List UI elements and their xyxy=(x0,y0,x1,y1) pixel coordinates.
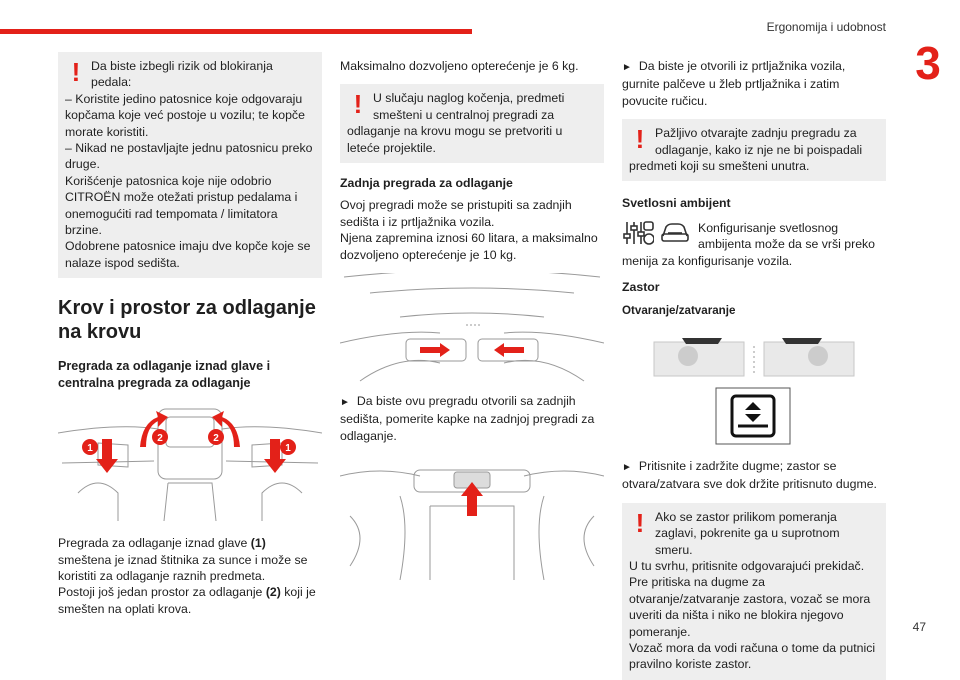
rear-storage-capacity-text: Njena zapremina iznosi 60 litara, a maks… xyxy=(340,231,598,262)
warning-line: odlaganje na krovu mogu se pretvoriti u … xyxy=(347,124,563,155)
warning-icon: ! xyxy=(71,57,81,87)
pedal-warning-box: ! Da biste izbegli rizik od blokiranja p… xyxy=(58,52,322,279)
section-heading-roof: Krov i prostor za odlaganje na krovu xyxy=(58,297,316,344)
ambient-lighting-block: Konfigurisanje svetlosnog ambijenta može… xyxy=(622,220,886,269)
sunroof-button-icon xyxy=(730,394,776,438)
warning-line: Vozač mora da vodi računa o tome da putn… xyxy=(629,640,876,672)
ambient-text-rest: menija za konfigurisanje vozila. xyxy=(622,253,793,268)
warning-line: predmeti koji su smešteni unutra. xyxy=(629,159,810,174)
page-header-title: Ergonomija i udobnost xyxy=(766,20,886,34)
section-heading-rear-storage: Zadnja pregrada za odlaganje xyxy=(340,176,513,191)
column-3: Da biste je otvorili iz prtljažnika vozi… xyxy=(622,52,886,680)
subheading-overhead-storage: Pregrada za odlaganje iznad glave i cent… xyxy=(58,359,271,390)
rear-seat-open-instruction: Da biste ovu pregradu otvorili sa zadnji… xyxy=(340,393,604,444)
careful-open-warning-box: ! Pažljivo otvarajte zadnju pregradu za … xyxy=(622,119,886,182)
page-number: 47 xyxy=(912,620,926,634)
subheading-open-close: Otvaranje/zatvaranje xyxy=(622,304,736,318)
chapter-number: 3 xyxy=(915,37,941,89)
max-load-text: Maksimalno dozvoljeno opterećenje je 6 k… xyxy=(340,59,579,73)
section-heading-blind: Zastor xyxy=(622,280,660,295)
blind-control-illustration xyxy=(622,326,886,448)
blind-press-instruction: Pritisnite i zadržite dugme; zastor se o… xyxy=(622,458,886,493)
warning-line: Pre pritiska na dugme za otvaranje/zatva… xyxy=(629,575,871,639)
callout-label: 2 xyxy=(213,433,219,444)
callout-label: 1 xyxy=(285,443,291,454)
settings-icon xyxy=(622,220,655,250)
warning-icon: ! xyxy=(353,89,363,120)
rear-storage-access-text: Ovoj pregradi može se pristupiti sa zadn… xyxy=(340,198,572,229)
callout-label: 2 xyxy=(157,433,163,444)
warning-line: – Koristite jedino patosnice koje odgova… xyxy=(65,91,305,139)
warning-line: U tu svrhu, pritisnite odgovarajući prek… xyxy=(629,558,865,573)
warning-text-first: Pažljivo otvarajte zadnju pregradu za od… xyxy=(655,126,863,157)
column-1: ! Da biste izbegli rizik od blokiranja p… xyxy=(57,52,323,617)
rear-storage-lids-drawing xyxy=(339,269,605,382)
section-heading-ambient-lighting: Svetlosni ambijent xyxy=(622,196,731,211)
warning-icon: ! xyxy=(635,507,645,538)
roof-storage-text: Postoji još jedan prostor za odlaganje (… xyxy=(58,585,316,616)
warning-line: – Nikad ne postavljajte jednu patosnicu … xyxy=(65,141,313,172)
callout-label: 1 xyxy=(87,443,93,454)
column-2: Maksimalno dozvoljeno opterećenje je 6 k… xyxy=(339,52,605,581)
ambient-text-first: Konfigurisanje svetlosnog ambijenta može… xyxy=(698,220,876,252)
rear-storage-illustration-1 xyxy=(339,269,605,383)
warning-line: Korišćenje patosnica koje nije odobrio C… xyxy=(65,173,298,238)
overhead-storage-text: Pregrada za odlaganje iznad glave (1) sm… xyxy=(58,536,308,583)
roof-console-drawing: 1 2 2 1 xyxy=(57,408,323,522)
header-accent-bar xyxy=(0,29,472,34)
warning-text-first: U slučaju naglog kočenja, predmeti smešt… xyxy=(373,91,565,122)
trunk-open-instruction: Da biste je otvorili iz prtljažnika vozi… xyxy=(622,58,886,109)
warning-line: Odobrene patosnice imaju dve kopče koje … xyxy=(65,239,311,270)
blind-jam-warning-box: ! Ako se zastor prilikom pomeranja zagla… xyxy=(622,502,886,680)
warning-icon: ! xyxy=(635,124,645,155)
warning-text-first: Ako se zastor prilikom pomeranja zaglavi… xyxy=(655,509,840,557)
warning-text-first: Da biste izbegli rizik od blokiranja ped… xyxy=(91,59,273,90)
car-icon xyxy=(660,220,690,250)
rear-storage-trunk-drawing xyxy=(339,469,605,581)
projectile-warning-box: ! U slučaju naglog kočenja, predmeti sme… xyxy=(340,84,604,164)
overhead-storage-illustration: 1 2 2 1 xyxy=(57,403,323,522)
rear-storage-illustration-2 xyxy=(339,456,605,581)
blind-location-drawing xyxy=(653,337,855,445)
